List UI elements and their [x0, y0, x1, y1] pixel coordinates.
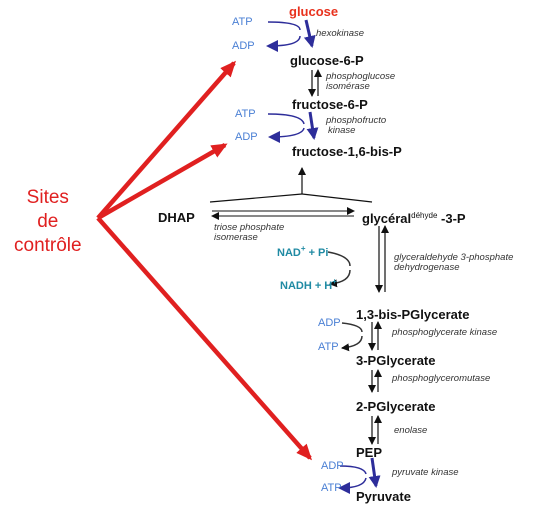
step-pgk [341, 321, 382, 352]
enzyme-hexokinase: hexokinase [316, 28, 365, 39]
cofactor-adp-3: ADP [318, 317, 341, 329]
cofactor-atp-2: ATP [235, 108, 256, 120]
metabolite-pyruvate: Pyruvate [356, 489, 411, 504]
cofactor-atp-1: ATP [232, 16, 253, 28]
cofactor-atp-3: ATP [318, 341, 339, 353]
cofactor-nadh: NADH + H+ [280, 277, 337, 292]
control-arrow-hexokinase [96, 60, 236, 220]
enzyme-pyruvate-kinase: pyruvate kinase [392, 467, 459, 478]
control-line-1: Sites [26, 187, 69, 208]
metabolite-3-pglycerate: 3-PGlycerate [356, 353, 436, 368]
control-arrows [96, 60, 312, 461]
metabolite-glyceraldehyde-3-p: glycéraldéhyde -3-P [362, 211, 466, 226]
step-tpi [211, 207, 355, 220]
enzyme-phosphoglycerate-kinase: phosphoglycerate kinase [392, 327, 498, 338]
cofactor-nad-pi: NAD+ + Pi [277, 244, 329, 259]
metabolite-glucose-6-p: glucose-6-P [290, 53, 364, 68]
step-aldolase [209, 167, 373, 203]
metabolite-fructose-1-6-bis-p: fructose-1,6-bis-P [292, 144, 402, 159]
metabolite-2-pglycerate: 2-PGlycerate [356, 399, 436, 414]
metabolite-glucose: glucose [289, 4, 339, 19]
control-arrow-pyruvate-kinase [96, 216, 312, 461]
step-pgi [308, 69, 322, 97]
step-pgm [368, 369, 382, 393]
control-line-2: de [37, 211, 59, 232]
metabolite-dhap: DHAP [158, 210, 195, 225]
enzyme-enolase: enolase [394, 425, 428, 436]
cofactor-adp-4: ADP [321, 460, 344, 472]
metabolite-pep: PEP [356, 445, 383, 460]
control-sites-label: Sites de contrôle [14, 186, 82, 258]
control-arrow-pfk [96, 143, 228, 220]
cofactor-adp-1: ADP [232, 40, 255, 52]
cofactor-adp-2: ADP [235, 131, 258, 143]
step-enolase [368, 415, 382, 445]
cofactor-atp-4: ATP [321, 482, 342, 494]
metabolite-1-3-bis-pglycerate: 1,3-bis-PGlycerate [356, 307, 470, 322]
metabolite-fructose-6-p: fructose-6-P [292, 97, 368, 112]
step-hexokinase [266, 19, 316, 52]
step-pyruvate-kinase [338, 457, 381, 494]
step-pfk [267, 111, 319, 143]
step-gapdh [327, 225, 389, 293]
control-line-3: contrôle [14, 235, 82, 256]
enzyme-phosphoglyceromutase: phosphoglyceromutase [392, 373, 491, 384]
